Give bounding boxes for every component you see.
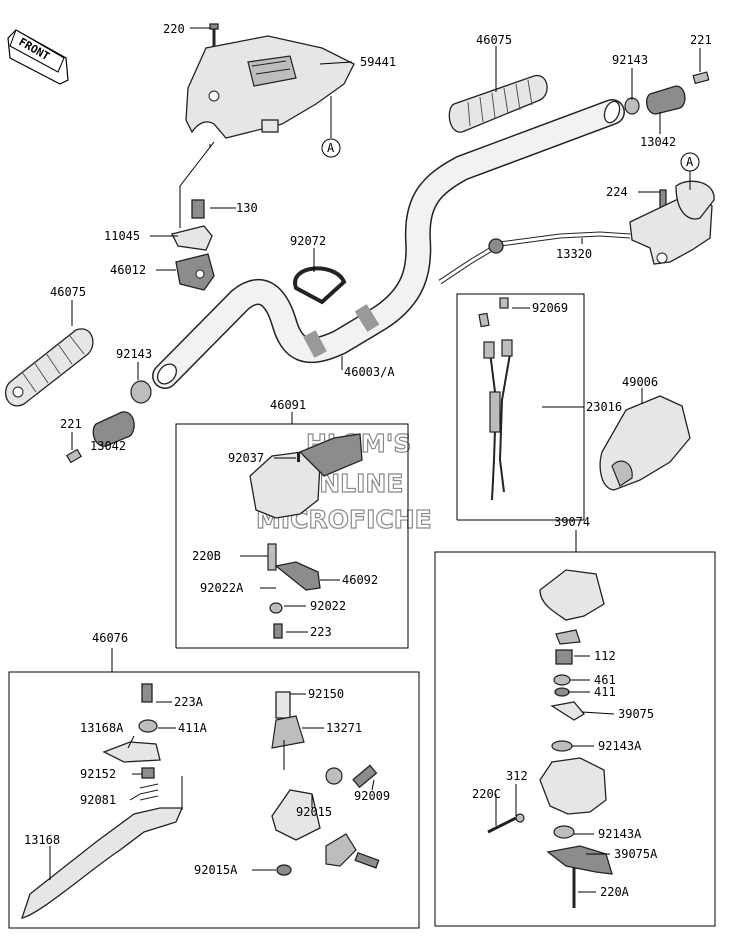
box-46091 <box>175 423 409 649</box>
label-13320: 13320 <box>556 247 592 261</box>
label-221-left: 221 <box>60 417 82 431</box>
group-boxes <box>8 293 716 929</box>
label-92037: 92037 <box>228 451 264 465</box>
grip-46075-left <box>5 328 94 407</box>
label-46076: 46076 <box>92 631 128 645</box>
label-92022a: 92022A <box>200 581 244 595</box>
box-39074 <box>434 551 716 927</box>
label-13271: 13271 <box>326 721 362 735</box>
bar-end-right <box>624 71 710 115</box>
label-46091: 46091 <box>270 398 306 412</box>
strap-92072 <box>293 266 347 305</box>
master-cylinder-39074 <box>487 569 613 908</box>
label-92143-right: 92143 <box>612 53 648 67</box>
label-39075a: 39075A <box>614 847 658 861</box>
label-92152: 92152 <box>80 767 116 781</box>
handlebar-46003a <box>152 99 625 389</box>
label-221-right: 221 <box>690 33 712 47</box>
label-59441: 59441 <box>360 55 396 69</box>
label-92150: 92150 <box>308 687 344 701</box>
bolt-220 <box>209 23 219 46</box>
box-23016 <box>456 293 585 521</box>
part-labels: 220 59441 A 46075 92143 221 13042 A 130 … <box>24 22 712 899</box>
label-312: 312 <box>506 769 528 783</box>
label-46075-left: 46075 <box>50 285 86 299</box>
lever-assembly-46076 <box>21 683 380 919</box>
bar-end-left <box>65 380 152 464</box>
switch-housing-49006 <box>599 395 691 491</box>
label-130: 130 <box>236 201 258 215</box>
label-46092: 46092 <box>342 573 378 587</box>
label-46012: 46012 <box>110 263 146 277</box>
label-223a: 223A <box>174 695 204 709</box>
label-411: 411 <box>594 685 616 699</box>
label-223: 223 <box>310 625 332 639</box>
front-direction-marker: FRONT <box>7 29 69 85</box>
label-11045: 11045 <box>104 229 140 243</box>
label-46075-right: 46075 <box>476 33 512 47</box>
label-49006: 49006 <box>622 375 658 389</box>
label-92015: 92015 <box>296 805 332 819</box>
wire-harness-23016 <box>478 297 513 501</box>
label-220a: 220A <box>600 885 630 899</box>
watermark-line-3: MICROFICHE <box>256 505 432 534</box>
label-92069: 92069 <box>532 301 568 315</box>
label-46003a: 46003/A <box>344 365 395 379</box>
box-46076 <box>8 671 420 929</box>
label-callout-a-top: A <box>327 141 335 155</box>
label-13168a: 13168A <box>80 721 124 735</box>
label-411a: 411A <box>178 721 208 735</box>
label-39075: 39075 <box>618 707 654 721</box>
label-92072: 92072 <box>290 234 326 248</box>
switch-assembly-46091 <box>249 433 363 639</box>
label-39074: 39074 <box>554 515 590 529</box>
label-220c: 220C <box>472 787 501 801</box>
label-13042-left: 13042 <box>90 439 126 453</box>
label-224: 224 <box>606 185 628 199</box>
label-13168: 13168 <box>24 833 60 847</box>
label-220b: 220B <box>192 549 221 563</box>
callout-a-top-circle <box>321 138 341 158</box>
callout-a-right-circle <box>680 152 700 172</box>
clamp-11045-46012 <box>171 199 215 291</box>
label-92009: 92009 <box>354 789 390 803</box>
label-92143a-2: 92143A <box>598 827 642 841</box>
label-92015a: 92015A <box>194 863 238 877</box>
label-13042-right: 13042 <box>640 135 676 149</box>
label-112: 112 <box>594 649 616 663</box>
label-callout-a-right: A <box>686 155 694 169</box>
label-92081: 92081 <box>80 793 116 807</box>
label-92143a-1: 92143A <box>598 739 642 753</box>
label-220: 220 <box>163 22 185 36</box>
label-92022: 92022 <box>310 599 346 613</box>
handlebar-cover-59441 <box>185 35 355 139</box>
grip-46075-right <box>448 74 548 133</box>
leader-lines <box>49 27 701 893</box>
throttle-assembly-13320 <box>438 180 715 285</box>
label-23016: 23016 <box>586 400 622 414</box>
label-461: 461 <box>594 673 616 687</box>
label-92143-left: 92143 <box>116 347 152 361</box>
